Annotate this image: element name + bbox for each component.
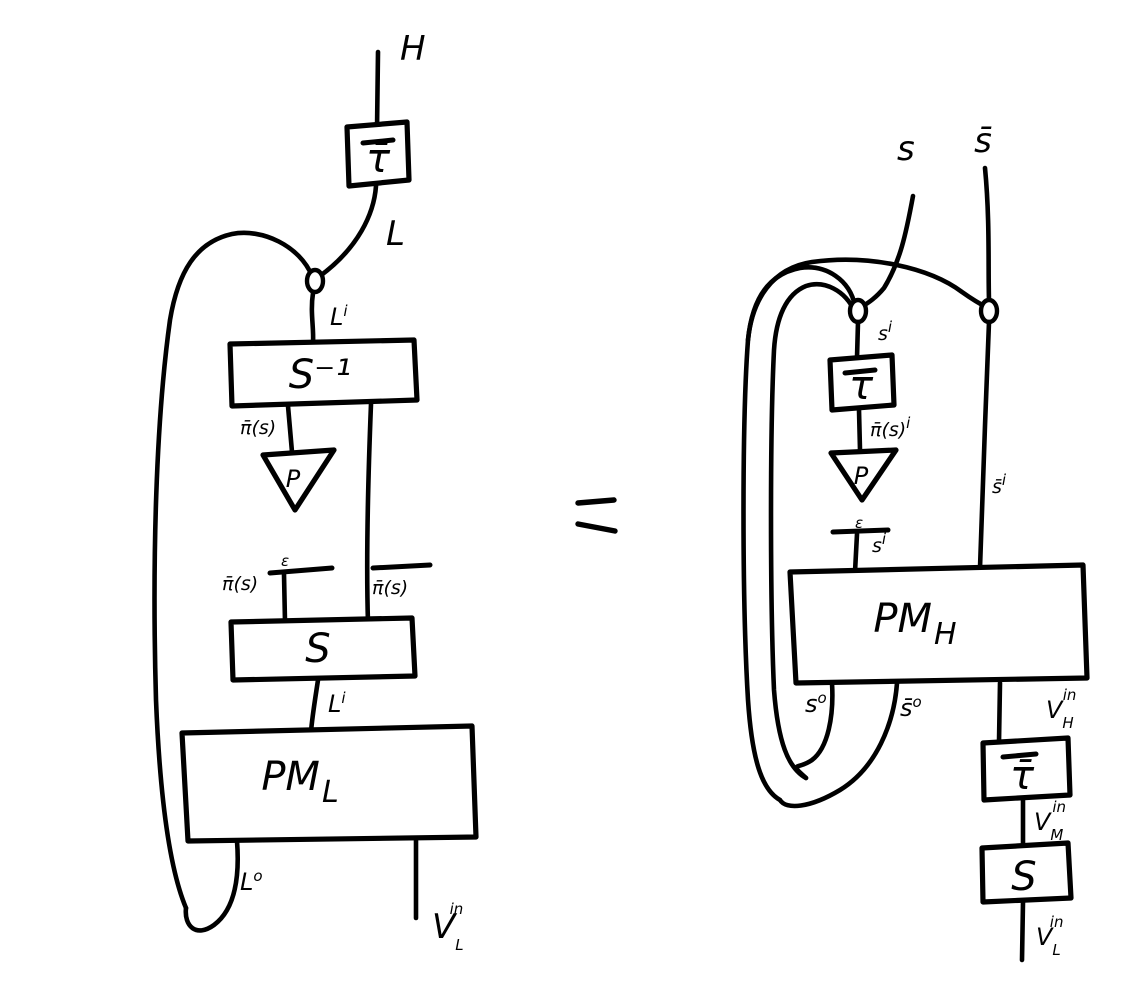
- wire-l-i-upper: [309, 290, 316, 345]
- wire-s-o-loop: [793, 680, 835, 781]
- epsilon-cap-right: [830, 527, 891, 575]
- wire-h-top: [374, 49, 381, 133]
- label-s-bar-o: s̄o: [900, 693, 922, 722]
- wire-s-top: [857, 193, 916, 311]
- junction-node-left[interactable]: [304, 267, 326, 295]
- equals-sign: [575, 497, 618, 534]
- box-s-right-label: S: [1011, 854, 1036, 900]
- label-v-l-in: VLin: [432, 900, 464, 954]
- triangle-p-left-label: P: [286, 465, 301, 493]
- label-s-bar-i: s̄i: [992, 471, 1007, 498]
- box-s-inverse-label: S⁻¹: [289, 352, 352, 398]
- box-s-inverse[interactable]: S⁻¹: [227, 337, 420, 409]
- label-pi-s-i: π̄(s)i: [870, 414, 911, 441]
- box-tau-bar-low[interactable]: τ̄: [980, 735, 1073, 803]
- box-pm-l-label: PML: [261, 754, 338, 810]
- wire-s-bar-top: [982, 165, 992, 303]
- wire-pi-s-i: [856, 407, 863, 453]
- box-s-right[interactable]: S: [979, 840, 1074, 905]
- label-s-o: so: [805, 689, 827, 718]
- label-s-bar-top: s̄: [974, 121, 992, 161]
- label-l-i-lower: Li: [328, 689, 346, 718]
- triangle-p-right[interactable]: P: [828, 447, 899, 503]
- label-v-h-in: VHin: [1046, 686, 1076, 732]
- box-s-left-label: S: [305, 626, 330, 672]
- label-l-upper: L: [386, 214, 405, 254]
- left-diagram-group: τ̄ S⁻¹ P S: [152, 29, 479, 954]
- junction-node-right-left[interactable]: [847, 297, 869, 325]
- label-epsilon-cap-right: ε: [855, 514, 863, 532]
- wire-right-outer-cap-top: [745, 257, 991, 343]
- wire-s-bar-i: [977, 319, 992, 571]
- wire-v-l-in-right: [1019, 899, 1026, 963]
- wire-right-outer-loop: [741, 265, 858, 803]
- right-diagram-group: τ̄ P PMH: [741, 121, 1090, 963]
- wire-s-i-upper: [854, 319, 861, 361]
- label-pi-s-left-upper: π̄(s): [240, 417, 276, 439]
- wire-l-i-lower: [308, 677, 321, 735]
- box-tau-bar-low-label: τ̄: [1010, 753, 1035, 799]
- box-pm-h[interactable]: PMH: [787, 562, 1090, 686]
- box-tau-bar-mid-label: τ̄: [849, 363, 874, 409]
- label-s-i-lower: si: [872, 530, 887, 557]
- label-epsilon-cap: ε: [281, 552, 289, 570]
- wire-l-o-loop: [183, 838, 240, 933]
- label-pi-s-right: π̄(s): [372, 577, 408, 599]
- box-pm-l[interactable]: PML: [179, 723, 479, 844]
- label-s-top: s: [897, 129, 915, 169]
- triangle-p-left[interactable]: P: [260, 447, 337, 513]
- label-l-i-upper: Li: [330, 302, 348, 331]
- wire-pi-s-right-long: [364, 401, 374, 626]
- box-tau-bar-mid[interactable]: τ̄: [827, 352, 897, 413]
- label-h-top: H: [400, 29, 426, 69]
- label-l-o: Lo: [240, 867, 263, 896]
- box-tau-bar-top-label: τ̄: [366, 136, 391, 182]
- epsilon-cap-left: [267, 565, 335, 625]
- box-s-left[interactable]: S: [228, 615, 418, 683]
- wire-left-outer-loop-upper: [152, 230, 315, 911]
- overbar-pi-s-right: [370, 562, 433, 571]
- wire-s-bar-o-loop: [777, 680, 900, 809]
- box-tau-bar-top[interactable]: τ̄: [344, 119, 412, 189]
- wire-l-upper: [317, 183, 379, 279]
- wire-v-h-in: [996, 680, 1003, 745]
- label-v-m-in: VMin: [1034, 798, 1066, 844]
- box-pm-h-label: PMH: [873, 596, 956, 652]
- wire-pi-s-to-p: [285, 403, 295, 455]
- label-v-l-in-right: VLin: [1036, 913, 1063, 959]
- label-s-i-upper: si: [878, 318, 893, 345]
- junction-node-right-right[interactable]: [978, 297, 1000, 325]
- wire-right-inner-loop: [768, 282, 858, 781]
- label-pi-s-left-lower: π̄(s): [222, 573, 258, 595]
- triangle-p-right-label: P: [854, 462, 869, 490]
